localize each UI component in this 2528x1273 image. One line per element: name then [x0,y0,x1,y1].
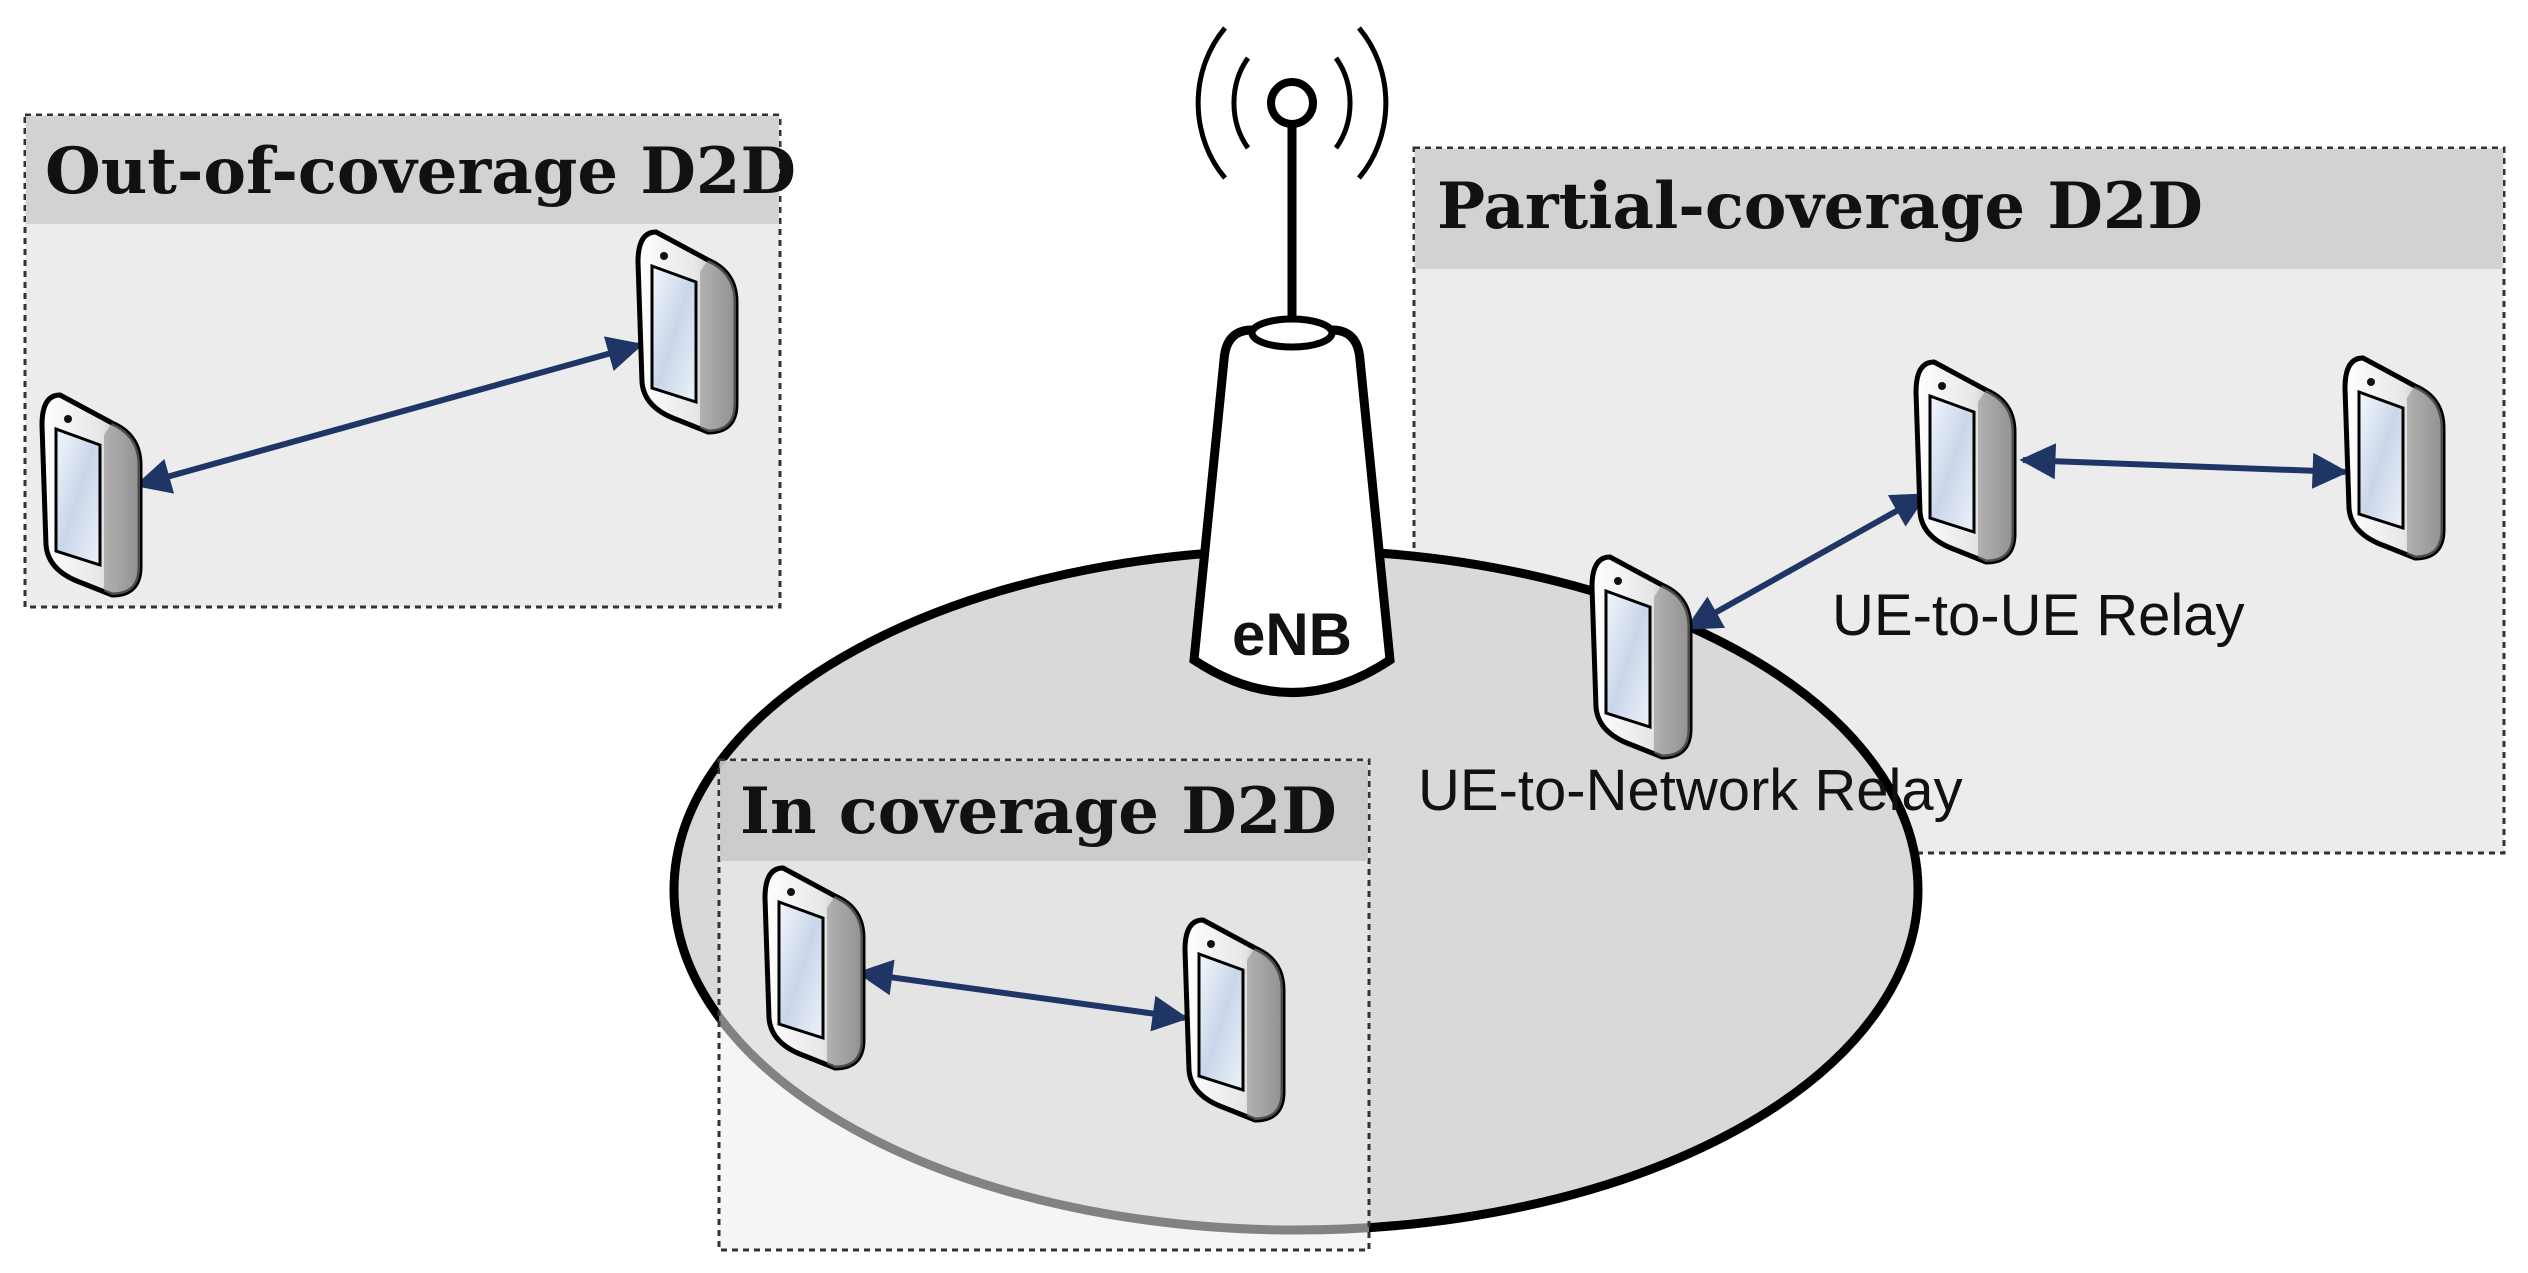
ue-device-icon [1913,359,2017,565]
ue-device-icon [762,865,866,1071]
ue-to-network-relay-label: UE-to-Network Relay [1418,758,1963,823]
in-coverage-title: In coverage D2D [740,774,1337,849]
ue-device-icon [39,392,143,598]
d2d-links [134,336,2349,1032]
enb-label: eNB [1232,601,1352,668]
ue-devices [39,229,2446,1123]
ue-device-icon [2342,355,2446,561]
bidirectional-arrow-icon [134,336,644,494]
partial-coverage-title: Partial-coverage D2D [1437,169,2203,244]
bidirectional-arrow-icon [2019,443,2349,489]
antenna-icon [1267,78,1317,320]
ue-device-icon [1182,917,1286,1123]
out-of-coverage-title: Out-of-coverage D2D [45,134,796,209]
enb-base-station: eNB [1189,26,1395,697]
bidirectional-arrow-icon [856,959,1189,1032]
bidirectional-arrow-icon [1684,492,1929,631]
radio-wave-icon [1195,26,1389,180]
ue-device-icon [635,229,739,435]
ue-device-icon [1589,554,1693,760]
ue-to-ue-relay-label: UE-to-UE Relay [1832,583,2245,648]
